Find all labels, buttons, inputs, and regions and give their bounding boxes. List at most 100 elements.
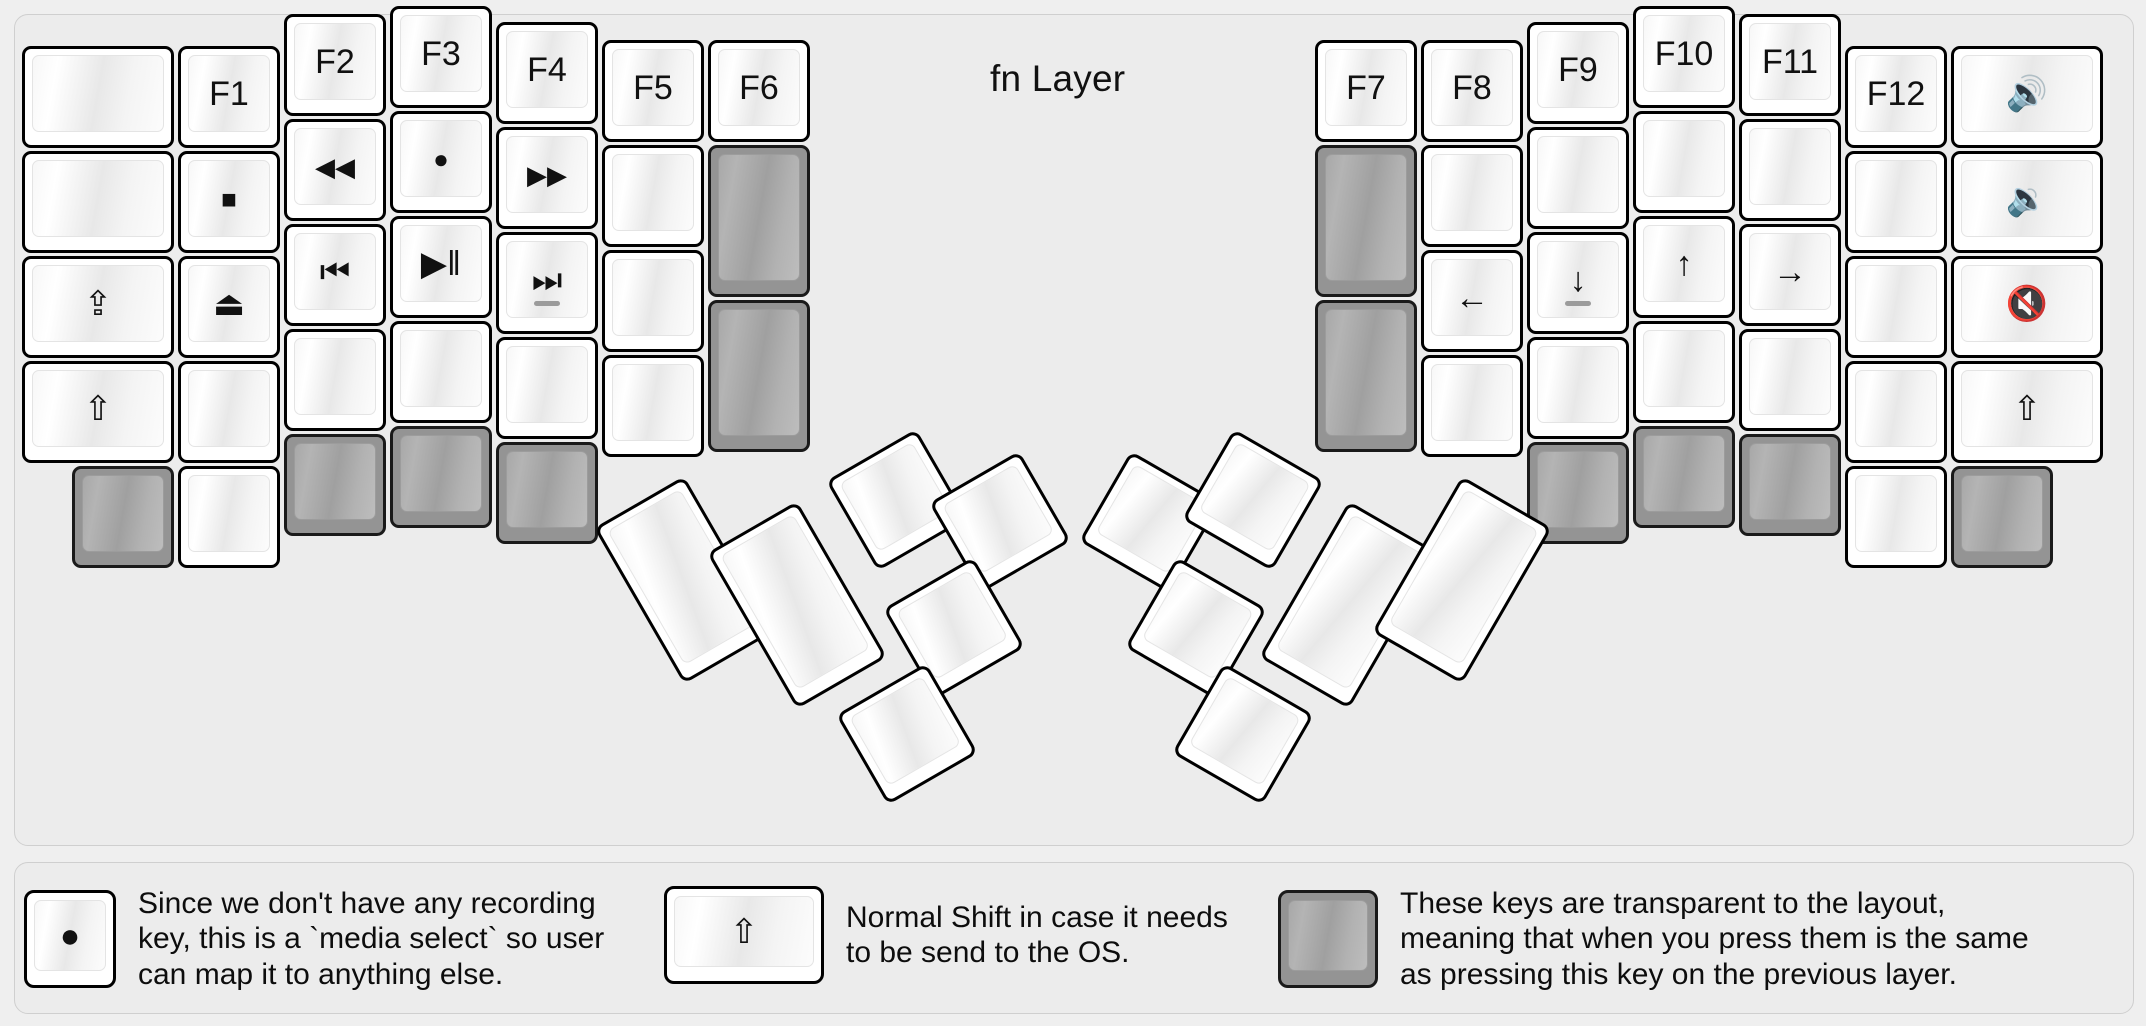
keycap-surface: F10 <box>1643 15 1725 92</box>
blank-key[interactable] <box>1527 127 1629 229</box>
blank-key[interactable] <box>1845 466 1947 568</box>
blank-key[interactable] <box>1527 337 1629 439</box>
keycap-surface: F2 <box>294 23 376 100</box>
keycap-surface <box>1288 900 1368 972</box>
media-rewind-icon[interactable]: ◀◀ <box>284 119 386 221</box>
keycap-surface <box>718 309 800 436</box>
key-label: ⇧ <box>83 389 113 428</box>
blank-key[interactable] <box>1845 151 1947 253</box>
keycap-surface: ⏭ <box>506 241 588 318</box>
f8-key[interactable]: F8 <box>1421 40 1523 142</box>
keycap-surface <box>1961 475 2043 552</box>
f5-key[interactable]: F5 <box>602 40 704 142</box>
keycap-surface: ← <box>1431 259 1513 336</box>
media-record-icon[interactable]: ● <box>390 111 492 213</box>
transparent-key-icon[interactable] <box>496 442 598 544</box>
media-next-track-icon[interactable]: ⏭ <box>496 232 598 334</box>
keycap-surface: F6 <box>718 49 800 126</box>
blank-key[interactable] <box>1633 111 1735 213</box>
f10-key[interactable]: F10 <box>1633 6 1735 108</box>
blank-key[interactable] <box>496 337 598 439</box>
keycap-surface <box>32 55 164 132</box>
transparent-key-icon[interactable] <box>284 434 386 536</box>
blank-key[interactable] <box>1421 145 1523 247</box>
f9-key[interactable]: F9 <box>1527 22 1629 124</box>
f2-key[interactable]: F2 <box>284 14 386 116</box>
blank-key[interactable] <box>22 151 174 253</box>
transparent-key-icon[interactable] <box>72 466 174 568</box>
blank-key[interactable] <box>1845 361 1947 463</box>
transparent-key-icon[interactable] <box>1739 434 1841 536</box>
key-label: ⇪ <box>83 284 113 323</box>
f1-key[interactable]: F1 <box>178 46 280 148</box>
key-label: 🔉 <box>2005 179 2049 218</box>
blank-key[interactable] <box>602 355 704 457</box>
transparent-key-icon[interactable] <box>390 426 492 528</box>
key-label: ⇧ <box>2012 389 2042 428</box>
keycap-surface <box>1325 309 1407 436</box>
keycap-surface: ● <box>34 900 106 972</box>
media-eject-icon[interactable]: ⏏ <box>178 256 280 358</box>
f11-key[interactable]: F11 <box>1739 14 1841 116</box>
blank-key[interactable] <box>390 321 492 423</box>
keycap-surface: ⇧ <box>32 370 164 447</box>
transparent-key-icon[interactable] <box>1633 426 1735 528</box>
key-label: ↑ <box>1675 244 1693 283</box>
transparent-key-icon[interactable] <box>1315 145 1417 297</box>
shift-arrow-icon[interactable]: ⇧ <box>1951 361 2103 463</box>
shift-arrow-icon[interactable]: ⇧ <box>22 361 174 463</box>
blank-key[interactable] <box>1421 355 1523 457</box>
arrow-left-icon[interactable]: ← <box>1421 250 1523 352</box>
blank-key[interactable] <box>1845 256 1947 358</box>
transparent-key-icon[interactable] <box>708 300 810 452</box>
key-label: F9 <box>1558 50 1598 89</box>
media-stop-icon[interactable]: ■ <box>178 151 280 253</box>
keycap-surface <box>1643 330 1725 407</box>
blank-key[interactable] <box>1739 329 1841 431</box>
volume-down-icon[interactable]: 🔉 <box>1951 151 2103 253</box>
blank-key[interactable] <box>602 250 704 352</box>
volume-mute-icon[interactable]: 🔇 <box>1951 256 2103 358</box>
media-fast-forward-icon[interactable]: ▶▶ <box>496 127 598 229</box>
keycap-surface <box>1749 338 1831 415</box>
blank-key[interactable] <box>178 361 280 463</box>
keycap-surface: 🔊 <box>1961 55 2093 132</box>
key-label: F6 <box>739 68 779 107</box>
key-label: ■ <box>221 183 237 214</box>
homing-bar <box>1565 301 1591 306</box>
f3-key[interactable]: F3 <box>390 6 492 108</box>
transparent-key-icon[interactable] <box>708 145 810 297</box>
keycap-surface <box>1431 154 1513 231</box>
keycap-surface <box>1643 120 1725 197</box>
keycap-surface <box>718 154 800 281</box>
keycap-surface <box>1325 154 1407 281</box>
transparent-key-icon[interactable] <box>1527 442 1629 544</box>
blank-key[interactable] <box>1739 119 1841 221</box>
transparent-key-icon[interactable] <box>1951 466 2053 568</box>
blank-key[interactable] <box>602 145 704 247</box>
blank-key[interactable] <box>178 466 280 568</box>
keycap-surface: F11 <box>1749 23 1831 100</box>
blank-key[interactable] <box>22 46 174 148</box>
f6-key[interactable]: F6 <box>708 40 810 142</box>
f12-key[interactable]: F12 <box>1845 46 1947 148</box>
caps-lock-icon[interactable]: ⇪ <box>22 256 174 358</box>
media-play-pause-icon[interactable]: ▶‖ <box>390 216 492 318</box>
blank-key[interactable] <box>1633 321 1735 423</box>
keycap-surface: F4 <box>506 31 588 108</box>
arrow-right-icon[interactable]: → <box>1739 224 1841 326</box>
f7-key[interactable]: F7 <box>1315 40 1417 142</box>
keycap-surface <box>612 259 694 336</box>
transparent-key-icon[interactable] <box>1315 300 1417 452</box>
media-prev-track-icon[interactable]: ⏮ <box>284 224 386 326</box>
keycap-surface: ⏮ <box>294 233 376 310</box>
keycap-surface: 🔇 <box>1961 265 2093 342</box>
legend-description: These keys are transparent to the layout… <box>1400 887 2029 991</box>
f4-key[interactable]: F4 <box>496 22 598 124</box>
arrow-down-icon[interactable]: ↓ <box>1527 232 1629 334</box>
volume-up-icon[interactable]: 🔊 <box>1951 46 2103 148</box>
keycap-surface: ⇧ <box>1961 370 2093 447</box>
blank-key[interactable] <box>284 329 386 431</box>
homing-bar <box>534 301 560 306</box>
arrow-up-icon[interactable]: ↑ <box>1633 216 1735 318</box>
